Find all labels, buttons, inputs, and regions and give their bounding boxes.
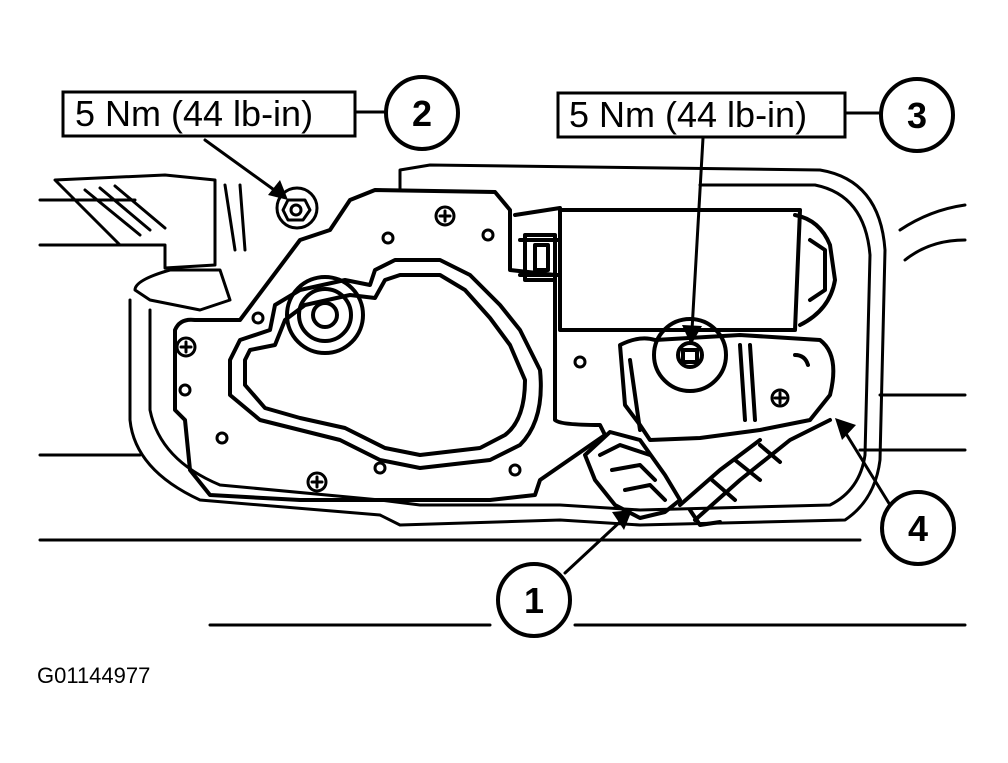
wiper-motor <box>513 206 837 332</box>
left-bracket <box>53 173 247 270</box>
gear-hub <box>285 275 365 355</box>
arrowhead-1 <box>612 510 632 530</box>
torque-spec-3: 5 Nm (44 lb-in) <box>556 91 847 139</box>
callout-2: 2 <box>384 75 460 151</box>
electrical-connector <box>583 430 682 520</box>
torque-box-2 <box>61 90 357 138</box>
door-trim-recess <box>128 163 887 527</box>
callout-number-1: 1 <box>524 580 544 621</box>
motor-bracket <box>618 317 836 442</box>
figure-id-label: G01144977 <box>37 663 150 688</box>
callout-number-3: 3 <box>907 95 927 136</box>
arrowhead-2 <box>268 180 288 200</box>
callout-number-2: 2 <box>412 93 432 134</box>
motor-mount-plate <box>173 188 607 502</box>
torque-box-3 <box>556 91 847 139</box>
wiring-harness <box>678 418 832 527</box>
arrowhead-3 <box>682 325 702 345</box>
torque-text-2: 5 Nm (44 lb-in) <box>75 93 313 134</box>
body-panel-lines <box>38 198 967 627</box>
callout-3: 3 <box>879 77 955 153</box>
plate-screws <box>175 205 790 493</box>
torque-spec-2: 5 Nm (44 lb-in) <box>61 90 357 138</box>
leader-lines <box>203 110 892 575</box>
torque-text-3: 5 Nm (44 lb-in) <box>569 94 807 135</box>
callout-1: 1 <box>496 562 572 638</box>
callout-4: 4 <box>880 490 956 566</box>
callout-number-4: 4 <box>908 508 928 549</box>
arrowheads <box>268 180 856 530</box>
arrowhead-4 <box>835 418 856 440</box>
mount-nut-2 <box>275 186 319 230</box>
